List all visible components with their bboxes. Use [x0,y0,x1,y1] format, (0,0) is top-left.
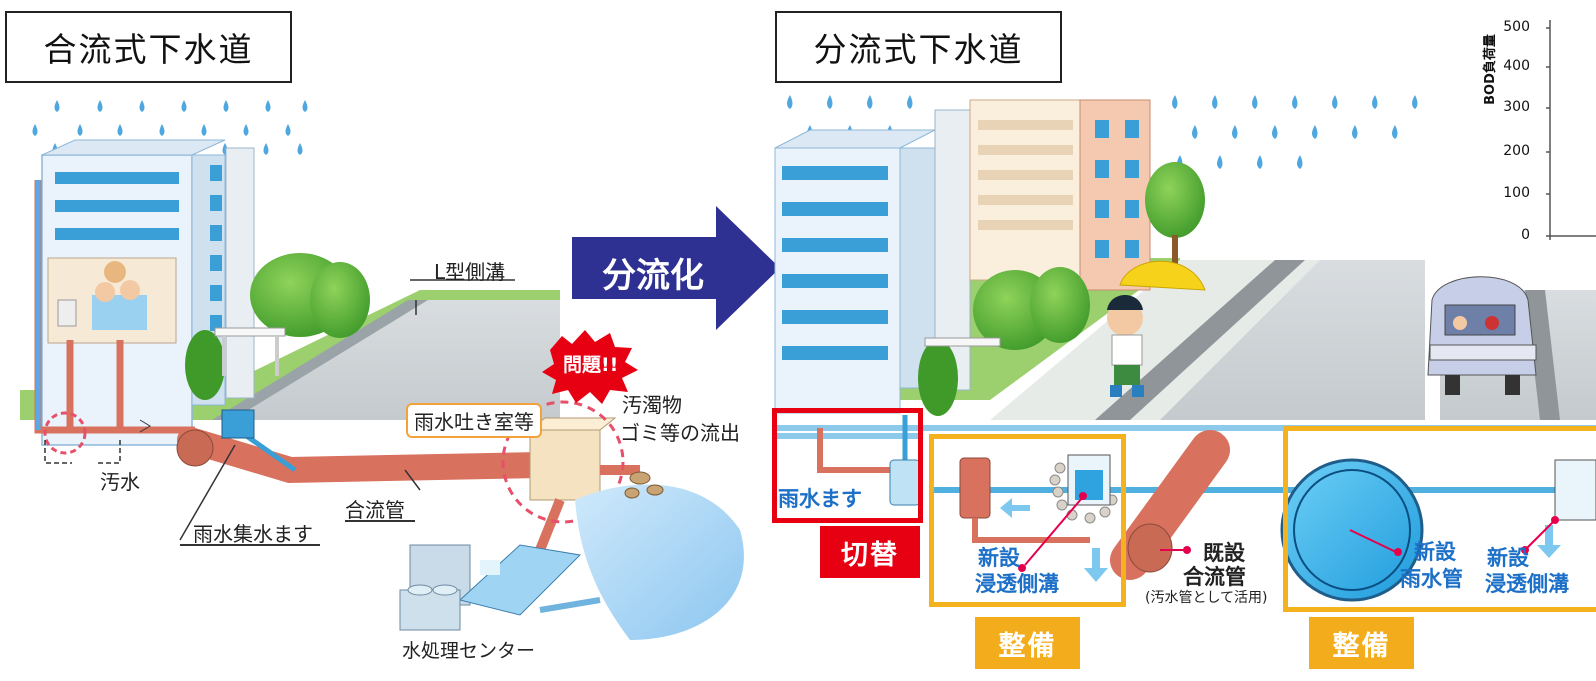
new-trench-1-label-1: 新設 [978,546,1020,570]
rain-inlet-label: 雨水集水ます [193,522,313,546]
existing-label-1: 既設 [1203,541,1245,565]
frame-new-trench-1 [929,434,1126,607]
chart-tick-100: 100 [1503,185,1530,201]
left-scene [20,100,744,640]
new-trench-2-label-1: 新設 [1487,546,1529,570]
new-trench-2-label-2: 浸透側溝 [1485,572,1569,596]
maintain-tag-2: 整備 [1309,617,1414,669]
combined-pipe-underline [345,520,415,522]
existing-label-2: 合流管 [1183,565,1246,589]
l-gutter-label: L型側溝 [434,260,506,284]
left-title: 合流式下水道 [5,11,292,83]
bod-chart-fragment [1435,0,1596,265]
combined-pipe-label: 合流管 [345,498,405,522]
sewage-label: 汚水 [100,470,140,494]
chart-tick-200: 200 [1503,143,1530,159]
child-figure [1107,260,1206,397]
right-scene [774,85,1596,681]
arrow-label: 分流化 [602,256,704,296]
maintain-tag-1: 整備 [975,617,1080,669]
problem-burst [542,330,638,404]
treatment-center-label: 水処理センター [402,640,536,662]
switch-tag: 切替 [820,526,920,578]
chart-tick-0: 0 [1521,227,1530,243]
flow-arrow [572,206,780,330]
problem-badge-label: 問題!! [563,354,619,376]
overflow-chamber-label: 雨水吐き室等 [406,403,542,438]
new-storm-label-1: 新設 [1414,540,1456,564]
car [1427,276,1537,395]
rain-inlet-underline [180,544,320,546]
frame-new-storm [1283,426,1596,612]
treatment-plant [399,544,601,631]
chart-tick-400: 400 [1503,58,1530,74]
frame-rain-basin [772,408,923,523]
chart-tick-300: 300 [1503,99,1530,115]
rain-basin-label: 雨水ます [778,487,862,511]
existing-label-3: (汚水管として活用) [1145,590,1268,606]
new-trench-1-label-2: 浸透側溝 [975,572,1059,596]
right-rain [787,95,1418,169]
chart-tick-500: 500 [1503,19,1530,35]
pollutant-label-1: 汚濁物 [622,393,682,417]
right-title: 分流式下水道 [775,11,1062,83]
new-storm-label-2: 雨水管 [1400,567,1463,591]
pollutant-label-2: ゴミ等の流出 [620,421,740,445]
